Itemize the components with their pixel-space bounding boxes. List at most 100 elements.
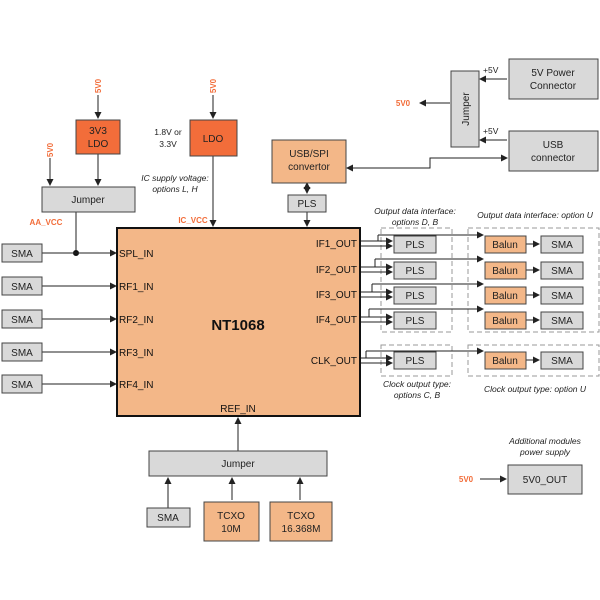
output-group-u — [467, 227, 600, 333]
net-5v0-right: 5V0 — [396, 99, 411, 108]
wire-usb-usbspi — [346, 157, 507, 172]
jumper-power-box — [450, 70, 480, 148]
pin-ref-in: REF_IN — [220, 404, 256, 415]
pls-clk-box — [393, 351, 437, 370]
balun-if3-label: Balun — [492, 291, 518, 302]
sma-rf4-box — [1, 374, 43, 394]
pin-if4-out: IF4_OUT — [316, 315, 357, 326]
sma-spl-box — [1, 243, 43, 263]
ic-supply-note2: options L, H — [152, 184, 198, 194]
pin-rf4-in: RF4_IN — [119, 380, 153, 391]
sma-if3-box — [540, 286, 584, 305]
sma-clk-label: SMA — [551, 356, 573, 367]
jumper-ref-box — [148, 450, 328, 477]
pin-if3-out: IF3_OUT — [316, 290, 357, 301]
sma-spl-label: SMA — [11, 249, 33, 260]
wire-bus-clk — [360, 354, 393, 367]
jumper-aa-box — [41, 186, 136, 213]
clock-group-u — [467, 344, 600, 377]
sma-if4-label: SMA — [551, 316, 573, 327]
net-plus5v-1: +5V — [483, 65, 499, 75]
out-5v0-box — [507, 464, 583, 495]
clk-cb-note2: options C, B — [394, 390, 441, 400]
pls-clk-label: PLS — [406, 356, 425, 367]
wire-bus-if2 — [360, 263, 393, 276]
sma-ref-label: SMA — [157, 513, 179, 524]
sma-rf3-box — [1, 342, 43, 362]
pin-rf2-in: RF2_IN — [119, 315, 153, 326]
ldo-box — [189, 119, 238, 157]
usb-connector-label2: connector — [531, 153, 576, 164]
tcxo-10m-label2: 10M — [221, 524, 240, 535]
sma-clk-box — [540, 351, 584, 370]
balun-if2-label: Balun — [492, 266, 518, 277]
usb-spi-box — [271, 139, 347, 184]
pls-if3-box — [393, 286, 437, 305]
wire-bus-if4 — [360, 313, 393, 326]
wire-balun-sma — [526, 240, 540, 364]
addl-note2: power supply — [519, 447, 571, 457]
sma-rf2-label: SMA — [11, 315, 33, 326]
chip-name: NT1068 — [211, 317, 264, 334]
tcxo-16m-label2: 16.368M — [282, 524, 321, 535]
sma-if1-box — [540, 235, 584, 254]
net-plus5v-2: +5V — [483, 126, 499, 136]
pls-if2-label: PLS — [406, 266, 425, 277]
power-connector-label2: Connector — [530, 81, 577, 92]
pin-if1-out: IF1_OUT — [316, 239, 357, 250]
jumper-ref-label: Jumper — [221, 459, 255, 470]
ldo-3v3-label1: 3V3 — [89, 126, 107, 137]
net-ic-vcc: IC_VCC — [178, 216, 208, 225]
balun-column: Balun Balun Balun Balun Balun — [484, 235, 527, 370]
net-5v0-ldo: 5V0 — [209, 78, 218, 93]
power-connector-label1: 5V Power — [531, 68, 575, 79]
balun-if4-box — [484, 311, 527, 330]
ldo-3v3-box — [75, 119, 121, 155]
sma-if2-label: SMA — [551, 266, 573, 277]
sma-if4-box — [540, 311, 584, 330]
power-connector-box — [508, 58, 599, 100]
usb-connector-box — [508, 130, 599, 172]
balun-if4-label: Balun — [492, 316, 518, 327]
ldo-label: LDO — [203, 134, 224, 145]
sma-if1-label: SMA — [551, 240, 573, 251]
balun-clk-label: Balun — [492, 356, 518, 367]
pin-if2-out: IF2_OUT — [316, 265, 357, 276]
sma-rf4-label: SMA — [11, 380, 33, 391]
usb-spi-label1: USB/SPI — [289, 149, 328, 160]
jumper-aa-label: Jumper — [71, 195, 105, 206]
net-5v0-out: 5V0 — [459, 475, 474, 484]
sma-column-right: SMA SMA SMA SMA SMA — [540, 235, 584, 370]
balun-if3-box — [484, 286, 527, 305]
sma-rf3-label: SMA — [11, 348, 33, 359]
net-5v0-ldo3v3: 5V0 — [94, 78, 103, 93]
pls-if4-box — [393, 311, 437, 330]
pls-spi-label: PLS — [298, 199, 317, 210]
usb-connector-label1: USB — [543, 140, 564, 151]
wire-bus-if3 — [360, 288, 393, 301]
clk-u-note: Clock output type: option U — [484, 384, 587, 394]
pls-spi-box — [287, 194, 327, 213]
pls-if1-label: PLS — [406, 240, 425, 251]
pin-clk-out: CLK_OUT — [311, 356, 357, 367]
clk-cb-note1: Clock output type: — [383, 379, 452, 389]
net-aa-vcc: AA_VCC — [30, 218, 63, 227]
sma-if3-label: SMA — [551, 291, 573, 302]
out-db-note1: Output data interface: — [374, 206, 456, 216]
balun-if2-box — [484, 261, 527, 280]
net-5v0-jumper: 5V0 — [46, 142, 55, 157]
ldo-3v3-label2: LDO — [88, 139, 109, 150]
pin-rf3-in: RF3_IN — [119, 348, 153, 359]
out-db-note2: options D, B — [392, 217, 439, 227]
tcxo-10m-label1: TCXO — [217, 511, 245, 522]
ic-supply-note1: IC supply voltage: — [141, 173, 209, 183]
jumper-power-label: Jumper — [461, 92, 472, 126]
pin-spl-in: SPL_IN — [119, 249, 153, 260]
balun-if1-label: Balun — [492, 240, 518, 251]
pls-if2-box — [393, 261, 437, 280]
pin-rf1-in: RF1_IN — [119, 282, 153, 293]
chip-nt1068 — [116, 227, 361, 417]
wire-branch-baluns — [365, 231, 484, 358]
